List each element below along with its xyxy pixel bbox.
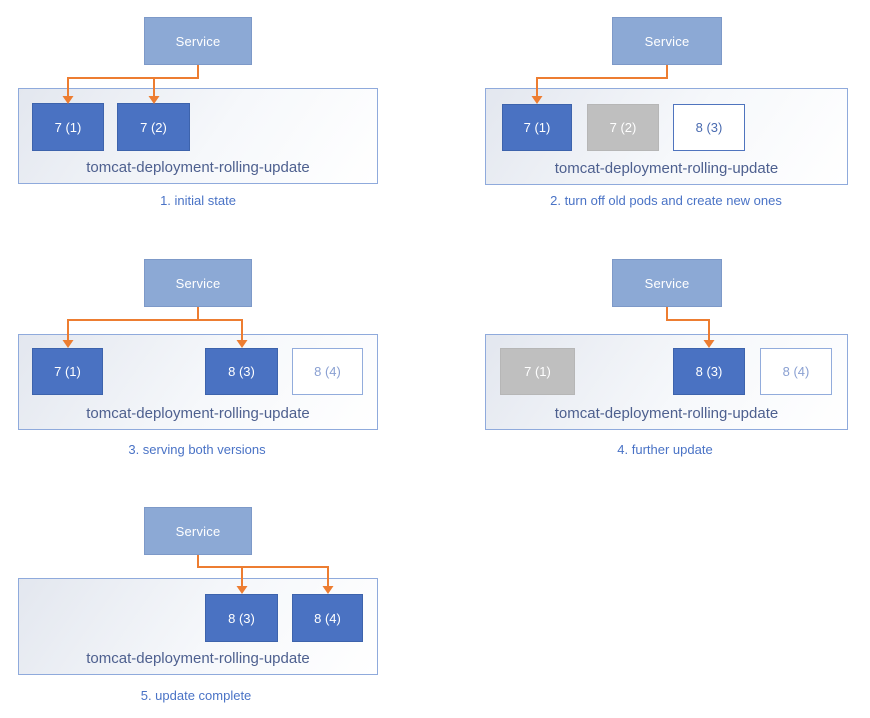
service-box: Service — [144, 507, 252, 555]
service-label: Service — [175, 275, 221, 291]
pod-pending-box: 8 (4) — [292, 348, 363, 395]
pod-active-box: 8 (3) — [205, 348, 278, 395]
pod-label: 7 (2) — [609, 120, 637, 135]
pod-label: 8 (3) — [695, 364, 723, 379]
deployment-label: tomcat-deployment-rolling-update — [554, 405, 779, 422]
pod-terminated-box: 7 (1) — [500, 348, 575, 395]
pod-pending-box: 8 (4) — [760, 348, 832, 395]
pod-label: 7 (1) — [523, 120, 551, 135]
panel-caption-turn-off-old-pods: 2. turn off old pods and create new ones — [550, 193, 782, 208]
pod-active-box: 8 (4) — [292, 594, 363, 642]
pod-active-box: 7 (1) — [502, 104, 572, 151]
pod-label: 7 (1) — [54, 364, 81, 379]
deployment-label: tomcat-deployment-rolling-update — [554, 160, 779, 177]
pod-terminated-box: 7 (2) — [587, 104, 659, 151]
pod-creating-box: 8 (3) — [673, 104, 745, 151]
panel-caption-initial-state: 1. initial state — [160, 193, 236, 208]
pod-active-box: 7 (2) — [117, 103, 190, 151]
pod-label: 7 (1) — [54, 119, 82, 135]
pod-label: 8 (3) — [228, 610, 255, 626]
pod-active-box: 8 (3) — [673, 348, 745, 395]
service-box: Service — [612, 259, 722, 307]
service-label: Service — [175, 33, 221, 49]
panel-caption-serving-both-versions: 3. serving both versions — [128, 442, 266, 457]
pod-label: 8 (3) — [695, 120, 723, 135]
deployment-label: tomcat-deployment-rolling-update — [86, 159, 310, 176]
panel-caption-update-complete: 5. update complete — [140, 688, 252, 703]
pod-active-box: 7 (1) — [32, 103, 104, 151]
service-label: Service — [644, 275, 690, 291]
pod-label: 8 (3) — [228, 364, 255, 379]
pod-label: 8 (4) — [782, 364, 810, 379]
pod-label: 7 (1) — [524, 364, 551, 379]
panel-caption-further-update: 4. further update — [617, 442, 713, 457]
service-label: Service — [644, 33, 690, 49]
service-box: Service — [612, 17, 722, 65]
pod-active-box: 8 (3) — [205, 594, 278, 642]
pod-label: 8 (4) — [314, 364, 341, 379]
pod-label: 7 (2) — [140, 119, 167, 135]
pod-active-box: 7 (1) — [32, 348, 103, 395]
deployment-label: tomcat-deployment-rolling-update — [86, 650, 310, 667]
deployment-label: tomcat-deployment-rolling-update — [86, 405, 310, 422]
service-box: Service — [144, 17, 252, 65]
pod-label: 8 (4) — [314, 610, 341, 626]
service-label: Service — [175, 523, 221, 539]
service-box: Service — [144, 259, 252, 307]
